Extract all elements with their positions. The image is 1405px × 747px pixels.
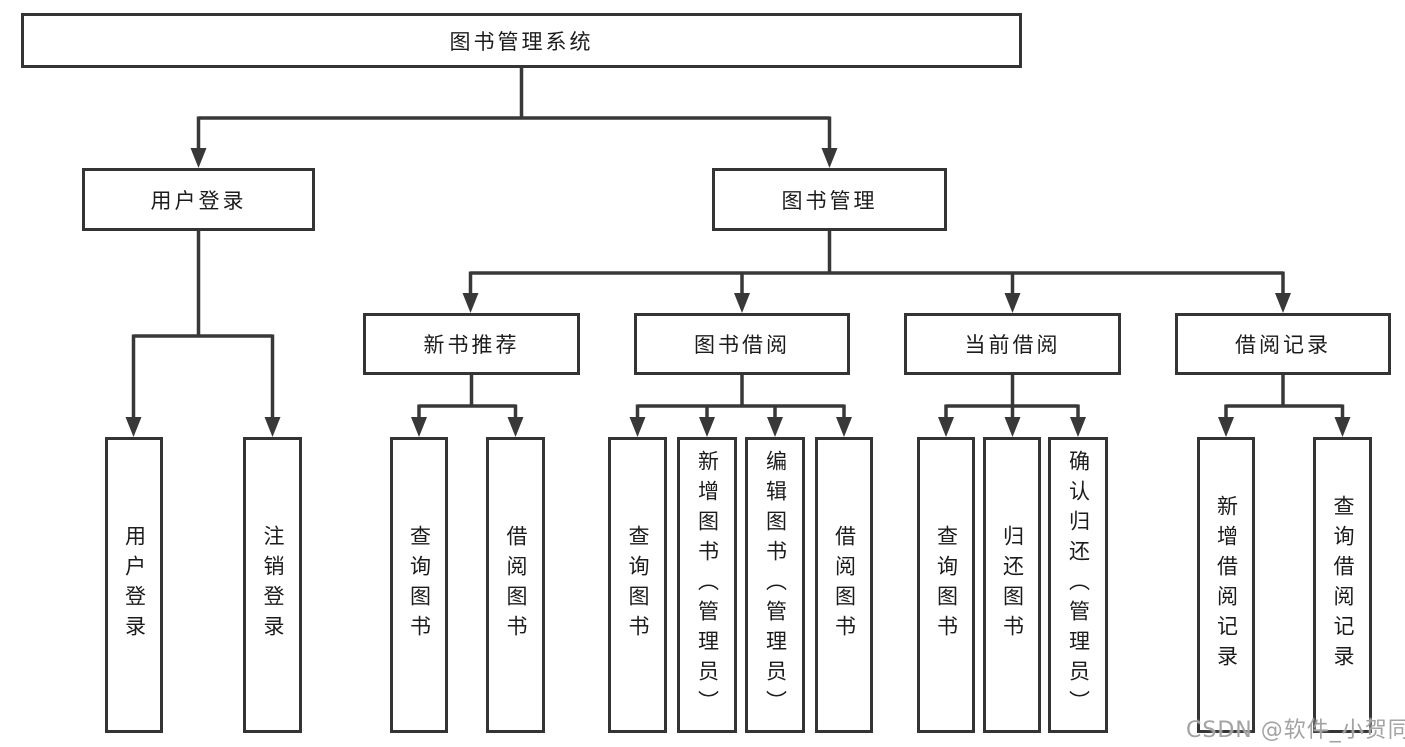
- node-label: 新增借阅记录: [1214, 495, 1239, 675]
- node-label: 图书借阅: [694, 333, 790, 357]
- node-label: 当前借阅: [964, 333, 1061, 357]
- node-user-login: 用户登录: [82, 168, 315, 231]
- tree-edges: [131, 68, 1345, 421]
- leaf-borrowing-query-books: 查询图书: [608, 437, 667, 733]
- node-label: 新书推荐: [423, 333, 520, 357]
- node-label: 借阅记录: [1235, 333, 1331, 357]
- csdn-watermark: CSDN @软件_小贺同学: [1186, 718, 1405, 743]
- arrowheads: [125, 148, 1351, 437]
- node-label: 新增图书（管理员）: [695, 450, 720, 720]
- node-root-library-system: 图书管理系统: [21, 13, 1022, 68]
- node-label: 查询借阅记录: [1331, 495, 1355, 675]
- node-book-management: 图书管理: [712, 168, 947, 231]
- leaf-edit-book-admin: 编辑图书（管理员）: [745, 437, 805, 733]
- leaf-query-borrow-record: 查询借阅记录: [1313, 437, 1372, 733]
- node-label: 借阅图书: [832, 525, 857, 645]
- leaf-confirm-return-admin: 确认归还（管理员）: [1048, 437, 1108, 733]
- leaf-current-query-books: 查询图书: [917, 437, 975, 733]
- leaf-add-book-admin: 新增图书（管理员）: [677, 437, 737, 733]
- node-label: 归还图书: [1000, 525, 1025, 645]
- node-book-borrowing: 图书借阅: [634, 313, 850, 375]
- leaf-recommend-query-books: 查询图书: [390, 437, 448, 733]
- node-label: 借阅图书: [504, 525, 528, 645]
- node-label: 查询图书: [407, 525, 432, 645]
- leaf-add-borrow-record: 新增借阅记录: [1197, 437, 1255, 733]
- node-label: 编辑图书（管理员）: [763, 450, 788, 720]
- node-label: 用户登录: [150, 188, 247, 213]
- leaf-return-books: 归还图书: [983, 437, 1041, 733]
- leaf-logout: 注销登录: [243, 437, 302, 733]
- node-borrowing-records: 借阅记录: [1175, 313, 1391, 375]
- node-label: 查询图书: [626, 525, 650, 645]
- node-label: 用户登录: [122, 525, 147, 645]
- leaf-borrowing-borrow-books: 借阅图书: [815, 437, 873, 733]
- leaf-user-login: 用户登录: [105, 437, 163, 733]
- node-current-borrowing: 当前借阅: [904, 313, 1121, 375]
- node-label: 图书管理: [781, 188, 878, 213]
- node-new-book-recommend: 新书推荐: [363, 313, 580, 375]
- node-label: 图书管理系统: [449, 29, 594, 54]
- node-label: 确认归还（管理员）: [1066, 450, 1091, 720]
- leaf-recommend-borrow-books: 借阅图书: [486, 437, 545, 733]
- node-label: 查询图书: [934, 525, 959, 645]
- node-label: 注销登录: [261, 525, 285, 645]
